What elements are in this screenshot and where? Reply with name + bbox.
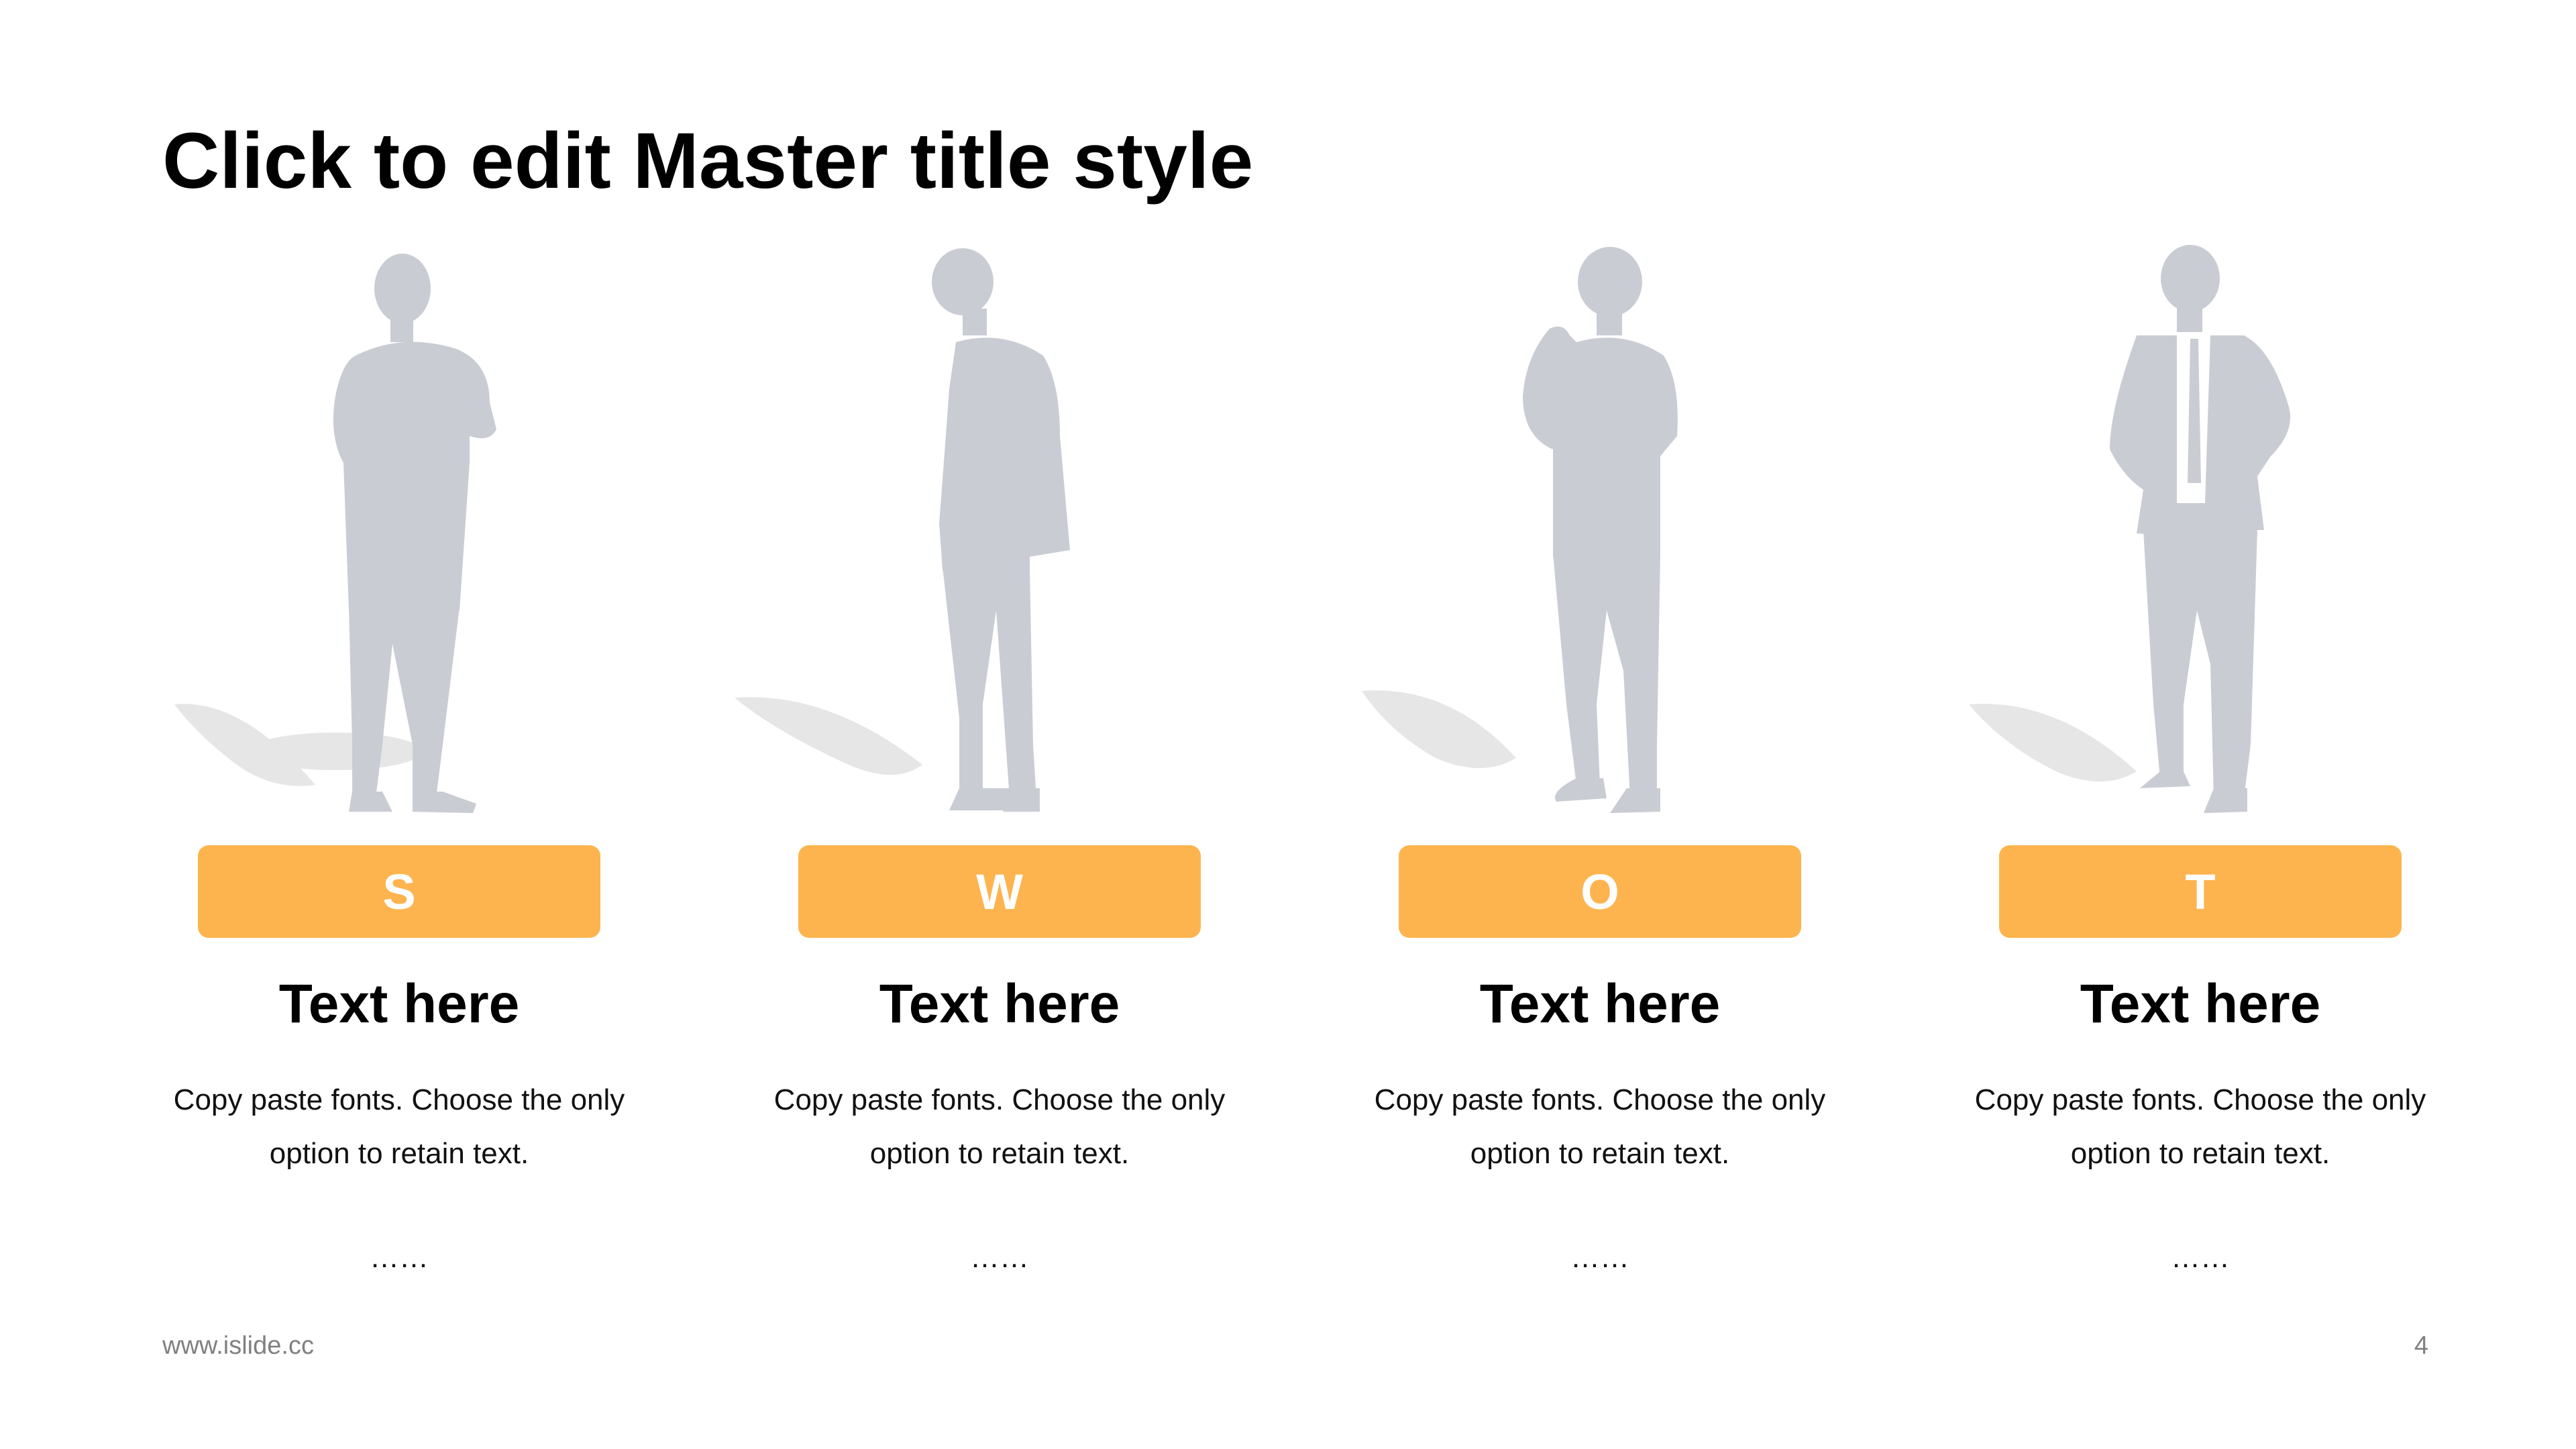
column-body-text[interactable]: Copy paste fonts. Choose the only option…	[1374, 1083, 1826, 1170]
swot-label-o[interactable]: O	[1399, 845, 1801, 938]
swot-column-s: S Text here Copy paste fonts. Choose the…	[94, 235, 698, 1295]
column-heading[interactable]: Text here	[2080, 973, 2321, 1034]
column-body-text[interactable]: Copy paste fonts. Choose the only option…	[173, 1083, 625, 1170]
column-ellipsis: ……	[2171, 1241, 2230, 1274]
column-heading[interactable]: Text here	[278, 973, 520, 1034]
swot-label-w[interactable]: W	[798, 845, 1201, 938]
column-ellipsis: ……	[1570, 1241, 1629, 1274]
page-number: 4	[2414, 1332, 2428, 1360]
swot-label-s[interactable]: S	[198, 845, 600, 938]
column-ellipsis: ……	[970, 1241, 1029, 1274]
businessman-hands-on-hips-icon	[1895, 235, 2499, 839]
column-body-text[interactable]: Copy paste fonts. Choose the only option…	[1974, 1083, 2426, 1170]
swot-column-w: W Text here Copy paste fonts. Choose the…	[694, 235, 1298, 1295]
footer-url: www.islide.cc	[162, 1332, 314, 1360]
column-body-text[interactable]: Copy paste fonts. Choose the only option…	[773, 1083, 1226, 1170]
businessman-head-down-icon	[694, 235, 1298, 839]
swot-column-o: O Text here Copy paste fonts. Choose the…	[1295, 235, 1898, 1295]
swot-label-t[interactable]: T	[1999, 845, 2402, 938]
column-heading[interactable]: Text here	[879, 973, 1120, 1034]
slide-title[interactable]: Click to edit Master title style	[162, 117, 1254, 205]
column-heading[interactable]: Text here	[1479, 973, 1721, 1034]
businessman-thinking-icon	[1295, 235, 1898, 839]
swot-column-t: T Text here Copy paste fonts. Choose the…	[1895, 235, 2499, 1295]
column-ellipsis: ……	[370, 1241, 429, 1274]
businessman-arms-crossed-icon	[94, 235, 698, 839]
